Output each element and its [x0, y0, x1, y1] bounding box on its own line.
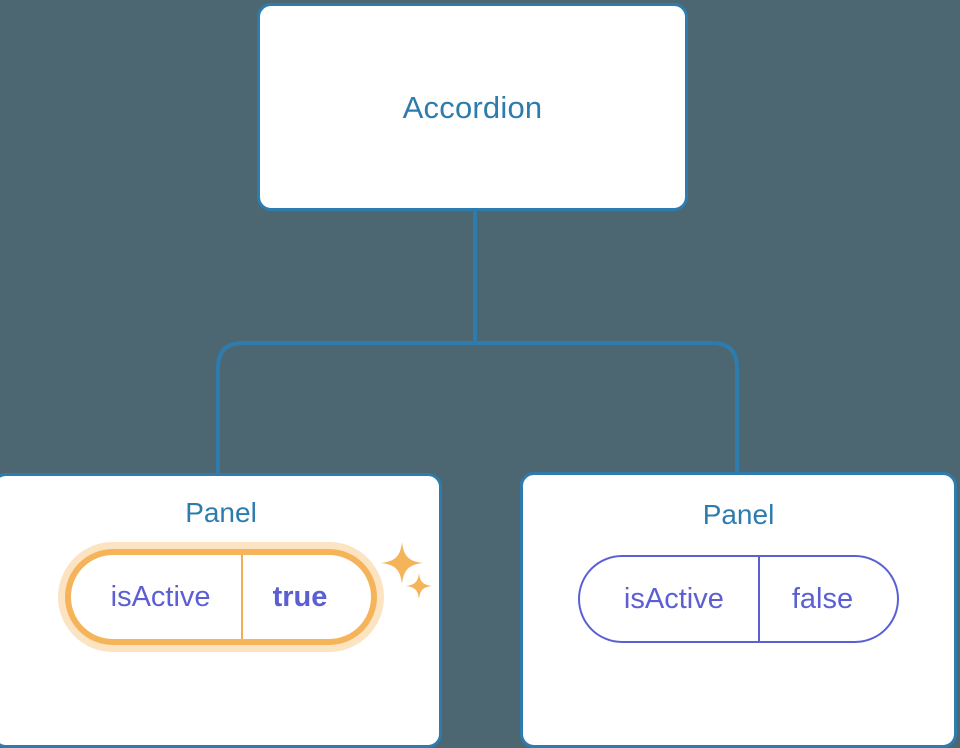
- prop-pill-wrap-active: isActive true: [0, 549, 439, 645]
- connector-branch-left: [216, 341, 475, 476]
- node-panel-active-title: Panel: [185, 497, 257, 528]
- prop-pill-wrap-inactive: isActive false: [523, 555, 954, 643]
- prop-key-isactive: isActive: [623, 582, 724, 615]
- node-panel-active[interactable]: Panel isActive true: [0, 473, 442, 748]
- connector-branch-right: [475, 341, 739, 476]
- node-panel-inactive[interactable]: Panel isActive false: [520, 472, 957, 748]
- node-panel-inactive-title: Panel: [702, 499, 775, 530]
- prop-value-false: false: [757, 557, 897, 641]
- prop-pill-isactive-true[interactable]: isActive true: [64, 549, 378, 645]
- node-accordion[interactable]: Accordion: [257, 3, 688, 211]
- prop-pill-isactive-false[interactable]: isActive false: [577, 555, 900, 643]
- prop-key-isactive: isActive: [110, 580, 211, 613]
- prop-value-true: true: [240, 555, 372, 639]
- node-accordion-title: Accordion: [402, 89, 543, 125]
